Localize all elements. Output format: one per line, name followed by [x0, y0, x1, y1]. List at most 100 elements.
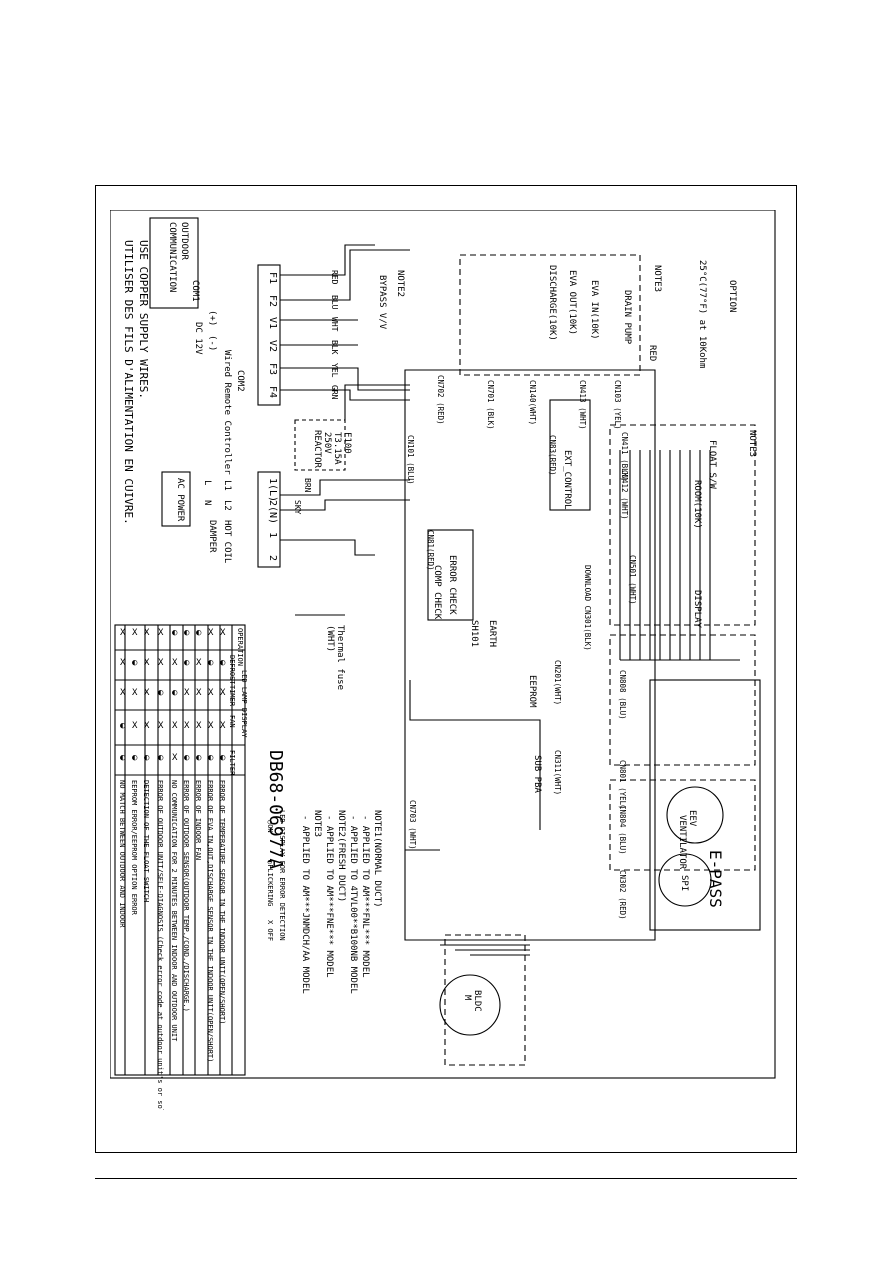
led-mark: X	[220, 721, 226, 731]
thermal-fuse-label: Thermal fuse	[335, 625, 345, 690]
led-mark: X	[184, 721, 190, 731]
option-sensor: 25°C(77°F) at 10Kohm	[697, 260, 707, 368]
cn703-label: CN703 (WHT)	[408, 800, 417, 850]
led-header-filter: FILTER	[228, 750, 236, 776]
outdoor-comm-com1: COM1	[190, 280, 200, 302]
led-marks: X◐XX◐X◐XX◐◐XXX◐◐◐XX◐◐X◐XXXX◐X◐XXXX◐X◐XX◐…	[120, 628, 226, 763]
bypass-note: NOTE2	[395, 270, 405, 297]
led-header-fan: FAN	[228, 715, 236, 728]
terminal-power-1: 1	[267, 532, 278, 538]
led-row-desc-9: NO MATCH BETWEEN OUTDOOR AND INDOOR	[118, 780, 126, 928]
earth-sh-label: SH101	[469, 620, 479, 647]
comp-check-label: COMP CHECK	[432, 565, 442, 620]
wire-brn: BRN	[303, 478, 312, 493]
led-mark: X	[144, 688, 150, 698]
wire-yel: YEL	[330, 363, 339, 378]
led-group-header: LED LAMP DISPLAY	[240, 670, 248, 738]
led-mark: X	[158, 628, 164, 638]
cn702-label: CN702 (RED)	[436, 375, 445, 425]
page-frame	[95, 185, 797, 1153]
wire-grn: GRN	[330, 385, 339, 400]
float-switch-note: NOTE3	[747, 430, 757, 457]
float-switch-label: FLOAT S/W	[707, 440, 717, 489]
note-line-6: NOTE3	[312, 810, 322, 837]
cn808-label: CN808 (BLU)	[618, 670, 627, 720]
led-mark: ◐	[120, 721, 126, 731]
earth-label: EARTH	[487, 620, 497, 647]
led-mark: ◐	[196, 753, 202, 763]
remote-plus: (+)	[207, 310, 217, 326]
led-mark: X	[120, 688, 126, 698]
fuse-label: F100	[342, 432, 352, 454]
led-mark: X	[132, 721, 138, 731]
cn411-label: CN411 (BLK)	[620, 432, 629, 482]
note-line-1: NOTE1(NORMAL DUCT)	[372, 810, 382, 908]
wire-wht: WHT	[330, 317, 339, 332]
led-mark: ◐	[184, 753, 190, 763]
thermal-fuse-color: (WHT)	[325, 625, 335, 652]
led-row-desc-3: ERROR OF INDOOR FAN	[194, 780, 202, 860]
led-mark: X	[144, 658, 150, 668]
reactor-label: REACTOR	[312, 430, 322, 469]
motor-name-label: BLDC	[472, 990, 482, 1012]
pcb-outline	[404, 369, 656, 941]
option-label: OPTION	[727, 280, 737, 313]
eev-coil	[666, 786, 724, 844]
drain-pump-label: DRAIN PUMP	[622, 290, 632, 345]
led-row-desc-2: ERROR OF EVA IN,OUT,DISCHARGE SENSOR IN …	[206, 780, 214, 1062]
led-mark: X	[208, 721, 214, 731]
damper-label: DAMPER	[207, 520, 217, 553]
led-mark: ◐	[196, 628, 202, 638]
eev-label: EEV	[687, 810, 697, 827]
led-legend-off: X OFF	[266, 920, 274, 941]
led-header-operation: OPERATION	[236, 628, 244, 666]
cn83-label: CN83(RED)	[548, 435, 557, 476]
drain-note: NOTE3	[652, 265, 662, 292]
bypass-label: BYPASS V/V	[377, 275, 387, 330]
wire-blk: BLK	[330, 340, 339, 355]
remote-label: Wired Remote Controller	[222, 350, 232, 475]
led-mark: ◐	[172, 628, 178, 638]
power-n: N	[202, 500, 212, 505]
footer-rule	[95, 1178, 797, 1179]
terminal-comm-f4: F4	[267, 386, 278, 398]
terminal-comm-v1: V1	[267, 317, 278, 329]
sensor-discharge: DISCHARGE(10K)	[547, 265, 557, 341]
sensor-eva-in: EVA IN(10K)	[589, 280, 599, 340]
fuse-rating1: T3.15A	[332, 432, 342, 465]
hot-coil-label: HOT COIL	[222, 520, 232, 563]
cn412-label: CN412 (WHT)	[620, 470, 629, 520]
led-mark: X	[120, 658, 126, 668]
led-header-timer: TIMER	[228, 685, 236, 707]
led-mark: X	[144, 628, 150, 638]
led-mark: X	[120, 628, 126, 638]
terminal-power-2n: 2(N)	[267, 500, 278, 524]
led-mark: ◐	[120, 753, 126, 763]
led-mark: X	[196, 688, 202, 698]
led-mark: X	[184, 688, 190, 698]
drain-wire: RED	[647, 345, 657, 361]
spi-label: SPI	[679, 875, 689, 891]
cn140-label: CN140(WHT)	[528, 380, 537, 425]
error-check-label: ERROR CHECK	[447, 555, 457, 615]
led-mark: X	[196, 721, 202, 731]
led-mark: ◐	[184, 628, 190, 638]
terminal-comm-f2: F2	[267, 295, 278, 307]
remote-dc: DC 12V	[193, 322, 203, 355]
cn201-label: CN201(WHT)	[553, 660, 562, 705]
remote-com2: COM2	[235, 370, 245, 392]
fuse-rating2: 250V	[322, 432, 332, 454]
led-mark: X	[132, 628, 138, 638]
led-header-defrost: DEFROST	[228, 655, 236, 685]
cn302-label: CN302 (RED)	[618, 870, 627, 920]
led-mark: X	[208, 688, 214, 698]
led-mark: X	[172, 658, 178, 668]
led-row-desc-1: ERROR OF TEMPERATURE SENSOR IN THE INDOO…	[218, 780, 226, 1024]
terminal-comm-v2: V2	[267, 340, 278, 352]
outdoor-comm-label1: OUTDOOR	[179, 222, 189, 261]
ventilator-label: VENTILATOR	[677, 815, 687, 870]
note-line-3: - APPLIED TO 4TVL00**B100NB MODEL	[348, 815, 358, 994]
display-label: DISPLAY	[692, 590, 702, 629]
cn804-label: CN804 (BLU)	[618, 805, 627, 855]
cn81-label: CN81(RED)	[426, 530, 435, 571]
